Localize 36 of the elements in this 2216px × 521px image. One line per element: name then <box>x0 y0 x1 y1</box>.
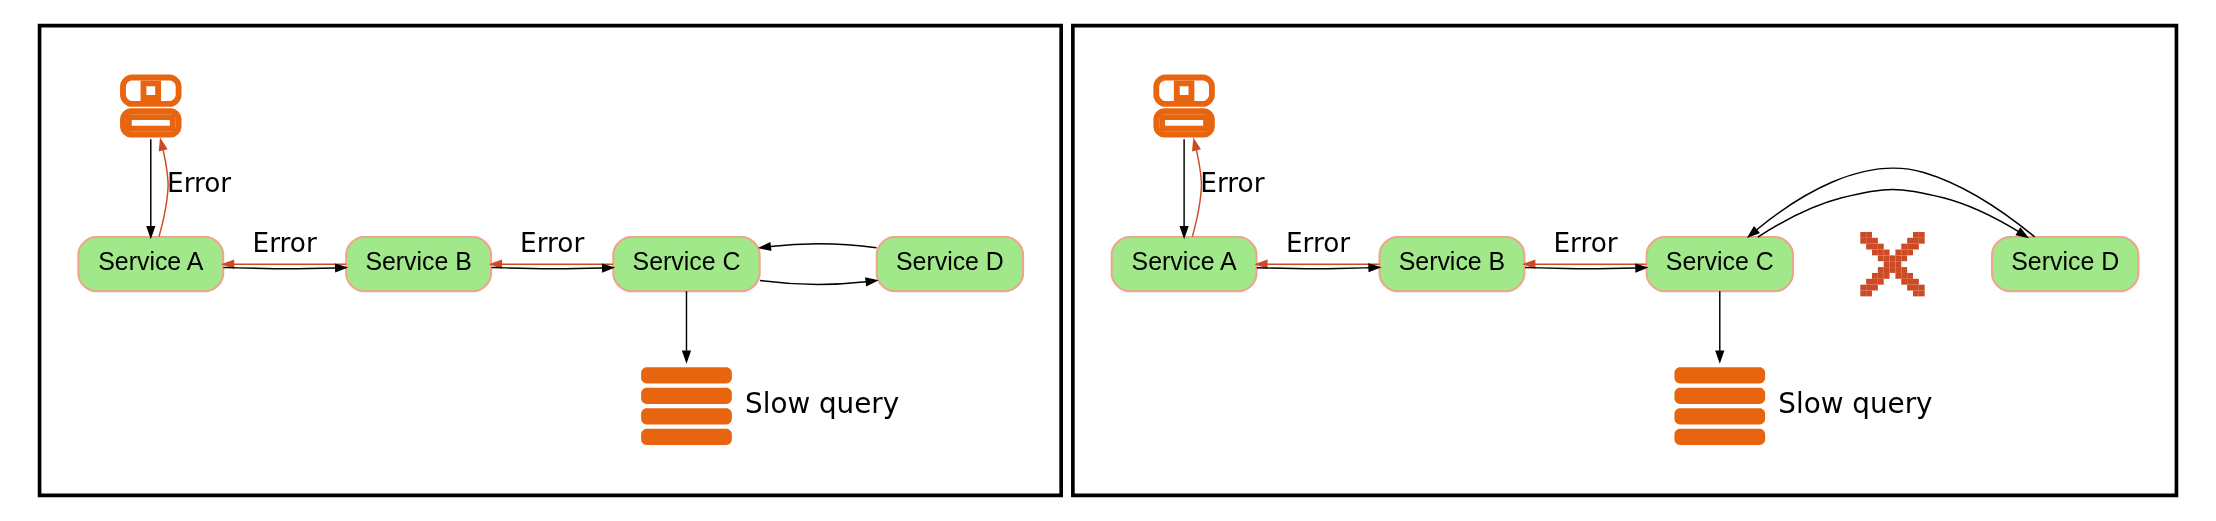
node-box: Service D <box>1991 236 2140 293</box>
arrow <box>681 290 692 364</box>
arrow <box>759 277 879 287</box>
arrow <box>1524 263 1649 273</box>
node-box: Service C <box>612 236 761 293</box>
arrow <box>1179 138 1189 240</box>
arrow <box>1256 263 1382 273</box>
arrow <box>757 241 878 252</box>
arrow <box>1191 137 1203 238</box>
edge-label: Error <box>520 227 585 258</box>
arrow <box>1757 188 2030 239</box>
edge-label: Error <box>167 167 232 198</box>
arrow <box>490 263 616 273</box>
node-box: Service C <box>1645 236 1794 293</box>
node-box: Service B <box>1378 236 1526 293</box>
arrow <box>146 138 156 240</box>
edge-label: Error <box>252 227 317 258</box>
node-box: Service D <box>875 236 1025 293</box>
edge-label: Error <box>1200 167 1265 198</box>
edge-label: Error <box>1553 227 1618 258</box>
arrow <box>158 137 169 238</box>
arrow <box>222 263 349 273</box>
node-box: Service A <box>1110 236 1258 293</box>
arrow <box>221 259 347 269</box>
node-box: Service B <box>345 236 493 293</box>
node-label: Slow query <box>745 387 900 421</box>
arrow <box>1522 259 1648 269</box>
cluster <box>37 23 1063 498</box>
edge-label: Error <box>1285 227 1351 258</box>
node-label: Slow query <box>1778 387 1933 421</box>
node-box: Service A <box>77 236 225 293</box>
cluster <box>1071 23 2179 498</box>
arrow <box>1746 167 2036 239</box>
arrow <box>1715 290 1725 364</box>
arrow <box>1254 259 1381 269</box>
arrow <box>488 259 614 269</box>
